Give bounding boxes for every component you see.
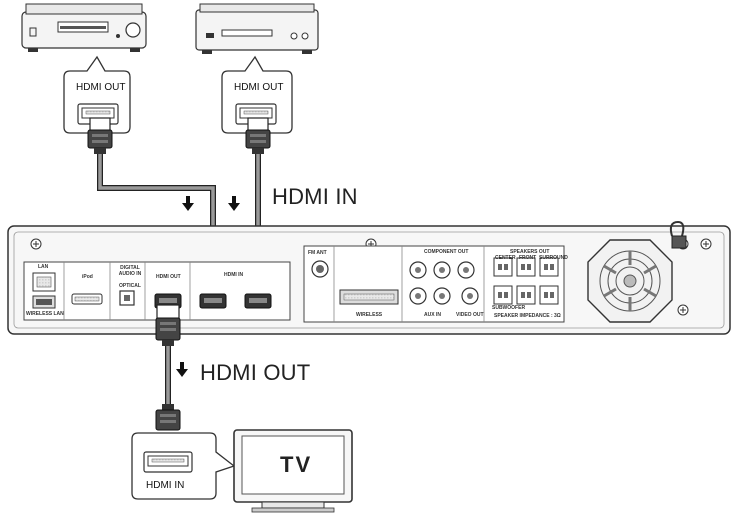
panel-label-speaker-impedance: SPEAKER IMPEDANCE : 3Ω: [494, 313, 561, 319]
panel-label-component-out: COMPONENT OUT: [424, 249, 469, 255]
panel-label-wireless: WIRELESS: [356, 312, 383, 318]
panel-label-wireless-lan: WIRELESS LAN: [26, 311, 64, 317]
arrow-down-icon: [228, 196, 240, 211]
panel-label-subwoofer: SUBWOOFER: [492, 305, 526, 311]
panel-label-center: CENTER: [495, 255, 516, 261]
panel-label-optical: OPTICAL: [119, 283, 141, 289]
callout-left-label: HDMI OUT: [76, 82, 126, 93]
arrow-down-icon: [182, 196, 194, 211]
callout-tv: [131, 432, 236, 500]
panel-label-front: FRONT: [519, 255, 537, 261]
cooling-fan: [587, 239, 673, 323]
panel-label-speakers-out: SPEAKERS OUT: [510, 249, 550, 255]
callout-right: [221, 55, 293, 134]
panel-label-hdmi-in: HDMI IN: [224, 272, 244, 278]
panel-label-aux-in: AUX IN: [424, 312, 441, 318]
callout-right-label: HDMI OUT: [234, 82, 284, 93]
source-device-left: [21, 3, 147, 52]
panel-label-fm-ant: FM ANT: [308, 250, 327, 256]
panel-label-video-out: VIDEO OUT: [456, 312, 484, 318]
hdmi-in-label: HDMI IN: [272, 184, 358, 209]
tv-label: TV: [280, 452, 313, 477]
callout-left: [63, 55, 131, 134]
tv-set: [233, 429, 353, 513]
arrow-down-icon: [176, 362, 188, 377]
source-device-right: [195, 3, 319, 54]
home-theater-back-panel: [7, 220, 731, 335]
panel-label-lan: LAN: [38, 264, 49, 270]
panel-label-hdmi-out: HDMI OUT: [156, 274, 181, 280]
panel-label-digital-audio-in: DIGITAL AUDIO IN: [118, 265, 142, 277]
callout-tv-label: HDMI IN: [146, 480, 185, 491]
hdmi-out-label: HDMI OUT: [200, 360, 311, 385]
panel-label-surround: SURROUND: [539, 255, 568, 261]
hdmi-cable-to-tv: [155, 304, 181, 431]
panel-label-ipod: iPod: [82, 274, 93, 280]
